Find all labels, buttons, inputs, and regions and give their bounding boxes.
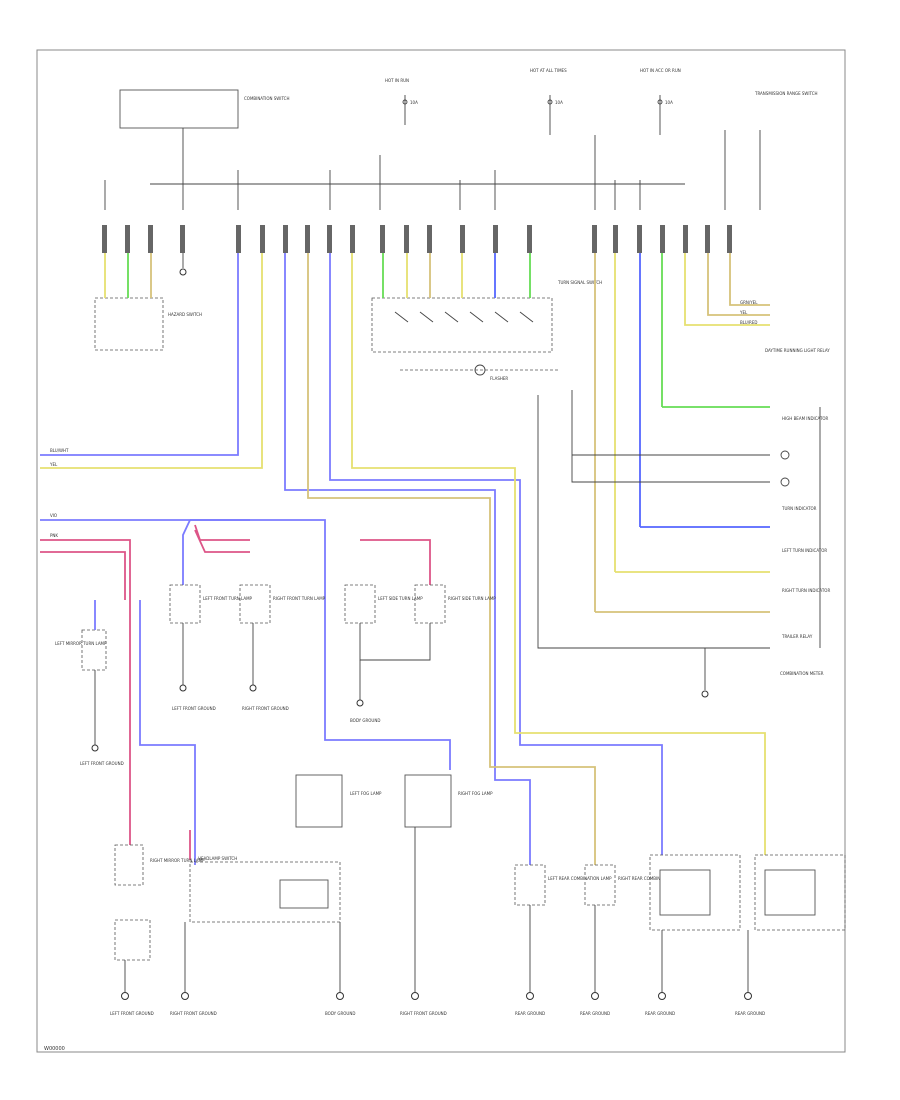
svg-text:BODY GROUND: BODY GROUND [325,1011,355,1016]
connector-row [102,225,732,253]
svg-text:RIGHT MIRROR TURN LAMP: RIGHT MIRROR TURN LAMP [150,858,205,863]
bottom-grounds [121,827,752,1000]
right-front-lamp [239,584,271,624]
svg-text:REAR GROUND: REAR GROUND [735,1011,765,1016]
flasher-icon [474,364,486,376]
svg-text:LEFT FRONT GROUND: LEFT FRONT GROUND [172,706,216,711]
ground-icon [701,690,709,698]
combination-switch-box [119,89,239,129]
hot-run-label: HOT IN RUN [385,78,409,83]
left-mirror-lamp [81,629,107,671]
svg-text:10A: 10A [410,100,418,105]
switch-contacts [394,311,534,323]
left-side-lamp [344,584,376,624]
svg-text:RIGHT FRONT TURN LAMP: RIGHT FRONT TURN LAMP [273,596,326,601]
flasher-label: FLASHER [490,376,508,381]
right-side-lamp [414,584,446,624]
svg-text:LEFT SIDE TURN LAMP: LEFT SIDE TURN LAMP [378,596,423,601]
trans-range-label: TRANSMISSION RANGE SWITCH [754,91,818,96]
high-beam-label: HIGH BEAM INDICATOR [782,416,829,421]
page-tag: W00000 [44,1046,65,1052]
svg-text:BODY GROUND: BODY GROUND [350,718,380,723]
svg-text:LEFT FRONT GROUND: LEFT FRONT GROUND [80,761,124,766]
daytime-label: DAYTIME RUNNING LIGHT RELAY [765,348,830,353]
right-turn-ind-label: RIGHT TURN INDICATOR [782,588,830,593]
wire-label-vio: VIO [50,513,57,518]
daytime-relay-box [114,919,151,961]
svg-text:LEFT FRONT TURN LAMP: LEFT FRONT TURN LAMP [203,596,253,601]
right-rear-comb-box [754,854,846,931]
trailer-relay-label: TRAILER RELAY [781,634,813,639]
wire-label-pnk: PNK [50,533,58,538]
svg-text:RIGHT FRONT GROUND: RIGHT FRONT GROUND [400,1011,447,1016]
turn-switch-label: TURN SIGNAL SWITCH [557,280,602,285]
hazard-switch-box [94,297,164,351]
svg-text:HEADLAMP SWITCH: HEADLAMP SWITCH [198,856,237,861]
svg-text:10A: 10A [555,100,563,105]
right-fog-lamp [404,774,452,828]
svg-text:LEFT MIRROR TURN LAMP: LEFT MIRROR TURN LAMP [55,641,107,646]
right-rear-lamp [584,864,616,906]
left-fog-lamp [295,774,343,828]
svg-text:RIGHT FOG LAMP: RIGHT FOG LAMP [458,791,493,796]
turn-indicator-icon [780,450,790,460]
left-rear-comb-box [649,854,741,931]
wire-label-yel: YEL [739,310,748,315]
comb-switch-label: COMBINATION SWITCH [244,96,289,101]
ground-icon [91,744,99,752]
hot-acc-label: HOT IN ACC OR RUN [640,68,681,73]
svg-text:RIGHT FRONT GROUND: RIGHT FRONT GROUND [242,706,289,711]
turn-switch-box [371,297,553,353]
left-rear-lamp [514,864,546,906]
svg-text:RIGHT REAR COMBINATION LAMP: RIGHT REAR COMBINATION LAMP [618,876,685,881]
svg-text:LEFT REAR COMBINATION LAMP: LEFT REAR COMBINATION LAMP [548,876,612,881]
left-front-lamp [169,584,201,624]
diagram-frame [36,49,846,1053]
ground-icon [179,684,364,707]
svg-text:RIGHT SIDE TURN LAMP: RIGHT SIDE TURN LAMP [448,596,496,601]
wire-label-blu-red: BLU/RED [740,320,757,325]
turn-ind-label: TURN INDICATOR [781,506,817,511]
svg-text:RIGHT FRONT GROUND: RIGHT FRONT GROUND [170,1011,217,1016]
svg-text:10A: 10A [665,100,673,105]
fuse-icon: 10A 10A 10A [402,95,673,135]
hot-at-all-label: HOT AT ALL TIMES [530,68,567,73]
right-mirror-lamp [114,844,144,886]
svg-text:REAR GROUND: REAR GROUND [645,1011,675,1016]
wire-label-blu-wht: BLU/WHT [50,448,69,453]
svg-text:REAR GROUND: REAR GROUND [515,1011,545,1016]
svg-text:REAR GROUND: REAR GROUND [580,1011,610,1016]
hazard-switch-label: HAZARD SWITCH [168,312,202,317]
headlamp-switch-box [189,861,341,923]
left-turn-ind-label: LEFT TURN INDICATOR [782,548,827,553]
wire-label-yel-2: YEL [49,462,58,467]
comb-meter-label: COMBINATION METER [780,671,824,676]
svg-text:LEFT FOG LAMP: LEFT FOG LAMP [350,791,382,796]
ground-icon [179,268,187,276]
svg-text:LEFT FRONT GROUND: LEFT FRONT GROUND [110,1011,154,1016]
wire-label-grn-yel: GRN/YEL [740,300,758,305]
